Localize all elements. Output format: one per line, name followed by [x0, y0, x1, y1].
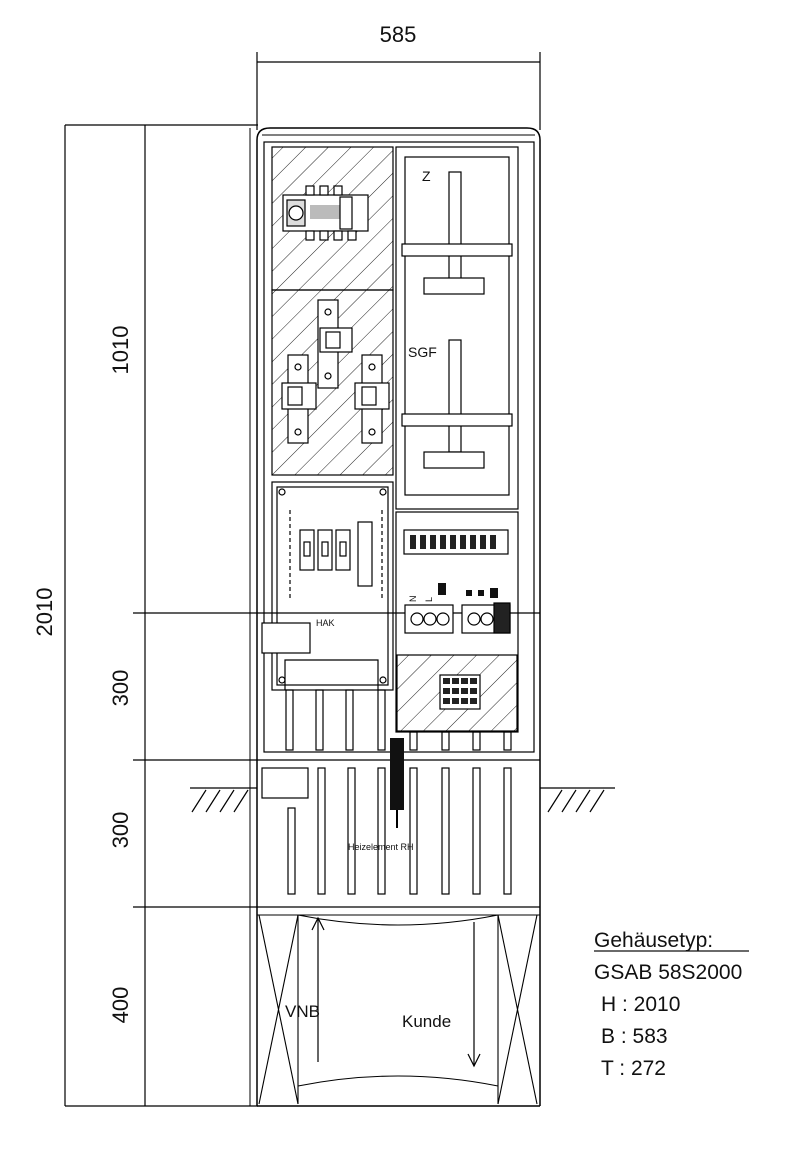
- legend-heading: Gehäusetyp:: [594, 929, 713, 952]
- housing-legend: Gehäusetyp: GSAB 58S2000 H : 2010 B : 58…: [594, 929, 749, 1080]
- dimension-base-section-label: 400: [108, 987, 133, 1024]
- kunde-arrow: [467, 922, 481, 1068]
- heating-element-label: Heizelement RH: [348, 842, 414, 852]
- cabinet-body: [249, 127, 541, 1107]
- vnb-label: VNB: [285, 1002, 320, 1021]
- base-section: [257, 914, 540, 1105]
- dimension-lines: [64, 52, 541, 1107]
- hak-label: HAK: [316, 618, 335, 628]
- dimension-ground-section-label: 300: [108, 812, 133, 849]
- dimension-upper-section-label: 1010: [108, 326, 133, 375]
- main-switch: [282, 185, 369, 241]
- meter-sgf: [401, 339, 513, 469]
- dimension-total-height-label: 2010: [32, 588, 57, 637]
- terminal-left-label: N: [408, 596, 418, 603]
- legend-height: H : 2010: [601, 993, 680, 1016]
- heating-element: [390, 738, 404, 828]
- legend-depth: T : 272: [601, 1057, 666, 1080]
- hak-box: [261, 481, 394, 691]
- terminal-area: [395, 511, 519, 733]
- dimension-width-label: 585: [380, 22, 417, 47]
- meter-sgf-label: SGF: [408, 344, 437, 360]
- meter-area: [395, 146, 519, 510]
- ground-line: [190, 787, 615, 813]
- dimension-mid-section-label: 300: [108, 670, 133, 707]
- fuse-holders: [281, 299, 390, 444]
- ventilation-slots-ground: [261, 767, 512, 895]
- legend-type: GSAB 58S2000: [594, 961, 742, 984]
- terminal-right-label: L: [424, 597, 434, 602]
- kunde-label: Kunde: [402, 1012, 451, 1031]
- meter-z-label: Z: [422, 168, 431, 184]
- vnb-arrow: [311, 916, 325, 1062]
- meter-z: [401, 171, 513, 295]
- ventilation-slots-mid: [285, 689, 512, 751]
- legend-width: B : 583: [601, 1025, 668, 1048]
